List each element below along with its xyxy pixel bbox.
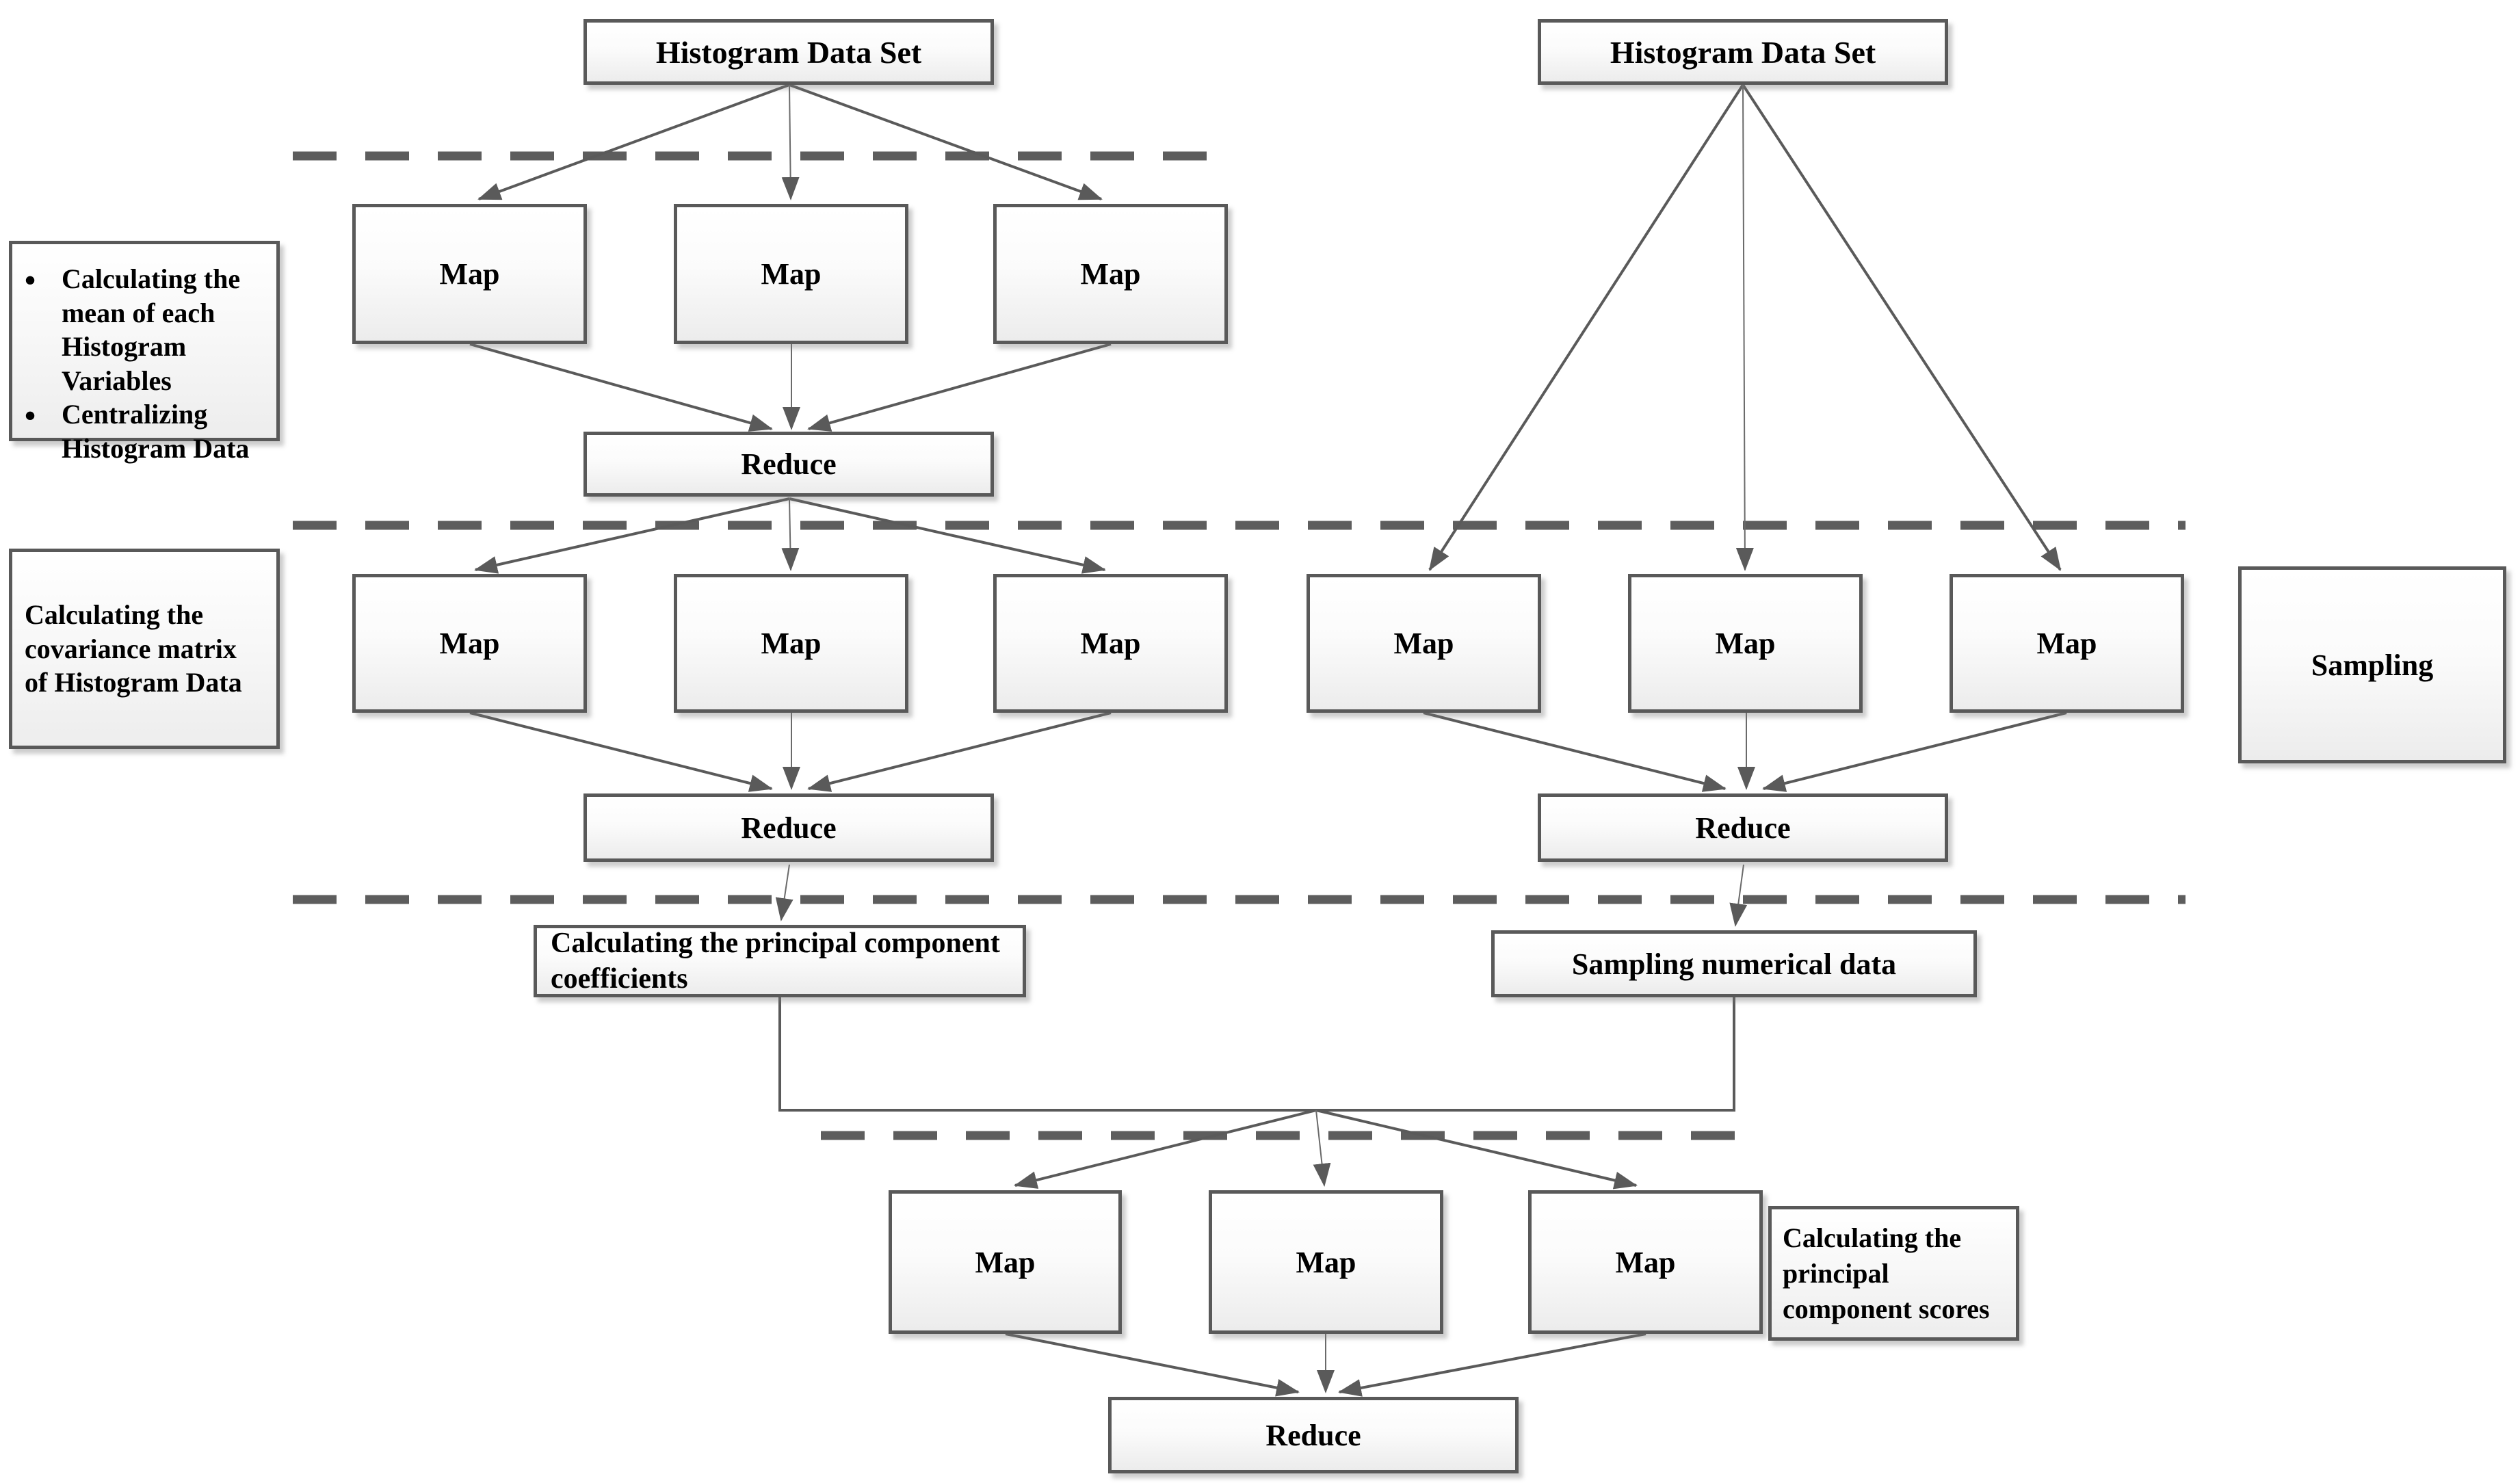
map-box-stage2-1: Map: [352, 574, 587, 713]
stage-divider-dashed-lines: [293, 151, 2186, 1140]
histogram-dataset-right-label: Histogram Data Set: [1610, 34, 1876, 70]
map-box-stage2-2: Map: [674, 574, 908, 713]
map-box-scores-2: Map: [1209, 1190, 1443, 1334]
map-label: Map: [439, 627, 500, 660]
map-label: Map: [1296, 1245, 1356, 1279]
reduce-box-stage2: Reduce: [583, 793, 994, 862]
reduce-box-stage1: Reduce: [583, 432, 994, 497]
reduce-box-sampling: Reduce: [1538, 793, 1948, 862]
pc-coefficients-box: Calculating the principal component coef…: [534, 925, 1026, 997]
map-box-sampling-2: Map: [1628, 574, 1863, 713]
histogram-dataset-left-label: Histogram Data Set: [655, 34, 922, 70]
stage4-annotation-text: Calculating the principal component scor…: [1783, 1222, 1990, 1324]
map-label: Map: [975, 1245, 1036, 1279]
histogram-dataset-left-box: Histogram Data Set: [583, 19, 994, 85]
map-box-sampling-1: Map: [1307, 574, 1541, 713]
map-label: Map: [761, 257, 822, 291]
stage1-annotation-box: Calculating the mean of each Histogram V…: [9, 241, 280, 464]
map-box-stage1-2: Map: [674, 204, 908, 344]
map-label: Map: [761, 627, 822, 660]
merge-connectors: [778, 997, 1735, 1112]
reduce-label: Reduce: [1695, 811, 1791, 845]
map-label: Map: [1615, 1245, 1676, 1279]
sampling-numerical-data-box: Sampling numerical data: [1491, 930, 1977, 997]
map-label: Map: [1080, 627, 1141, 660]
reduce-box-final: Reduce: [1108, 1397, 1519, 1473]
sampling-annotation-box: Sampling: [2238, 566, 2506, 763]
arrows-diagonal: [469, 83, 2067, 1397]
sampling-numerical-data-label: Sampling numerical data: [1571, 947, 1897, 981]
map-box-stage2-3: Map: [993, 574, 1228, 713]
map-label: Map: [439, 257, 500, 291]
map-box-scores-1: Map: [889, 1190, 1122, 1334]
pc-coefficients-label: Calculating the principal component coef…: [551, 927, 1000, 995]
map-box-stage1-1: Map: [352, 204, 587, 344]
stage1-bullet-centralizing: Centralizing Histogram Data: [16, 396, 267, 465]
reduce-label: Reduce: [741, 811, 837, 845]
histogram-dataset-right-box: Histogram Data Set: [1538, 19, 1948, 85]
sampling-label: Sampling: [2311, 648, 2434, 682]
map-label: Map: [1715, 627, 1776, 660]
arrows-vertical: [775, 84, 1755, 1393]
map-box-sampling-3: Map: [1950, 574, 2184, 713]
stage1-bullet-list: Calculating the mean of each Histogram V…: [12, 261, 276, 466]
stage4-annotation-box: Calculating the principal component scor…: [1768, 1206, 2019, 1341]
reduce-label: Reduce: [1265, 1418, 1361, 1452]
map-box-scores-3: Map: [1528, 1190, 1763, 1334]
stage2-annotation-box: Calculating the covariance matrix of His…: [9, 549, 280, 749]
reduce-label: Reduce: [741, 447, 837, 481]
map-label: Map: [1393, 627, 1454, 660]
map-label: Map: [2036, 627, 2097, 660]
map-label: Map: [1080, 257, 1141, 291]
stage2-annotation-text: Calculating the covariance matrix of His…: [25, 599, 242, 698]
stage1-bullet-mean: Calculating the mean of each Histogram V…: [16, 261, 267, 397]
map-box-stage1-3: Map: [993, 204, 1228, 344]
